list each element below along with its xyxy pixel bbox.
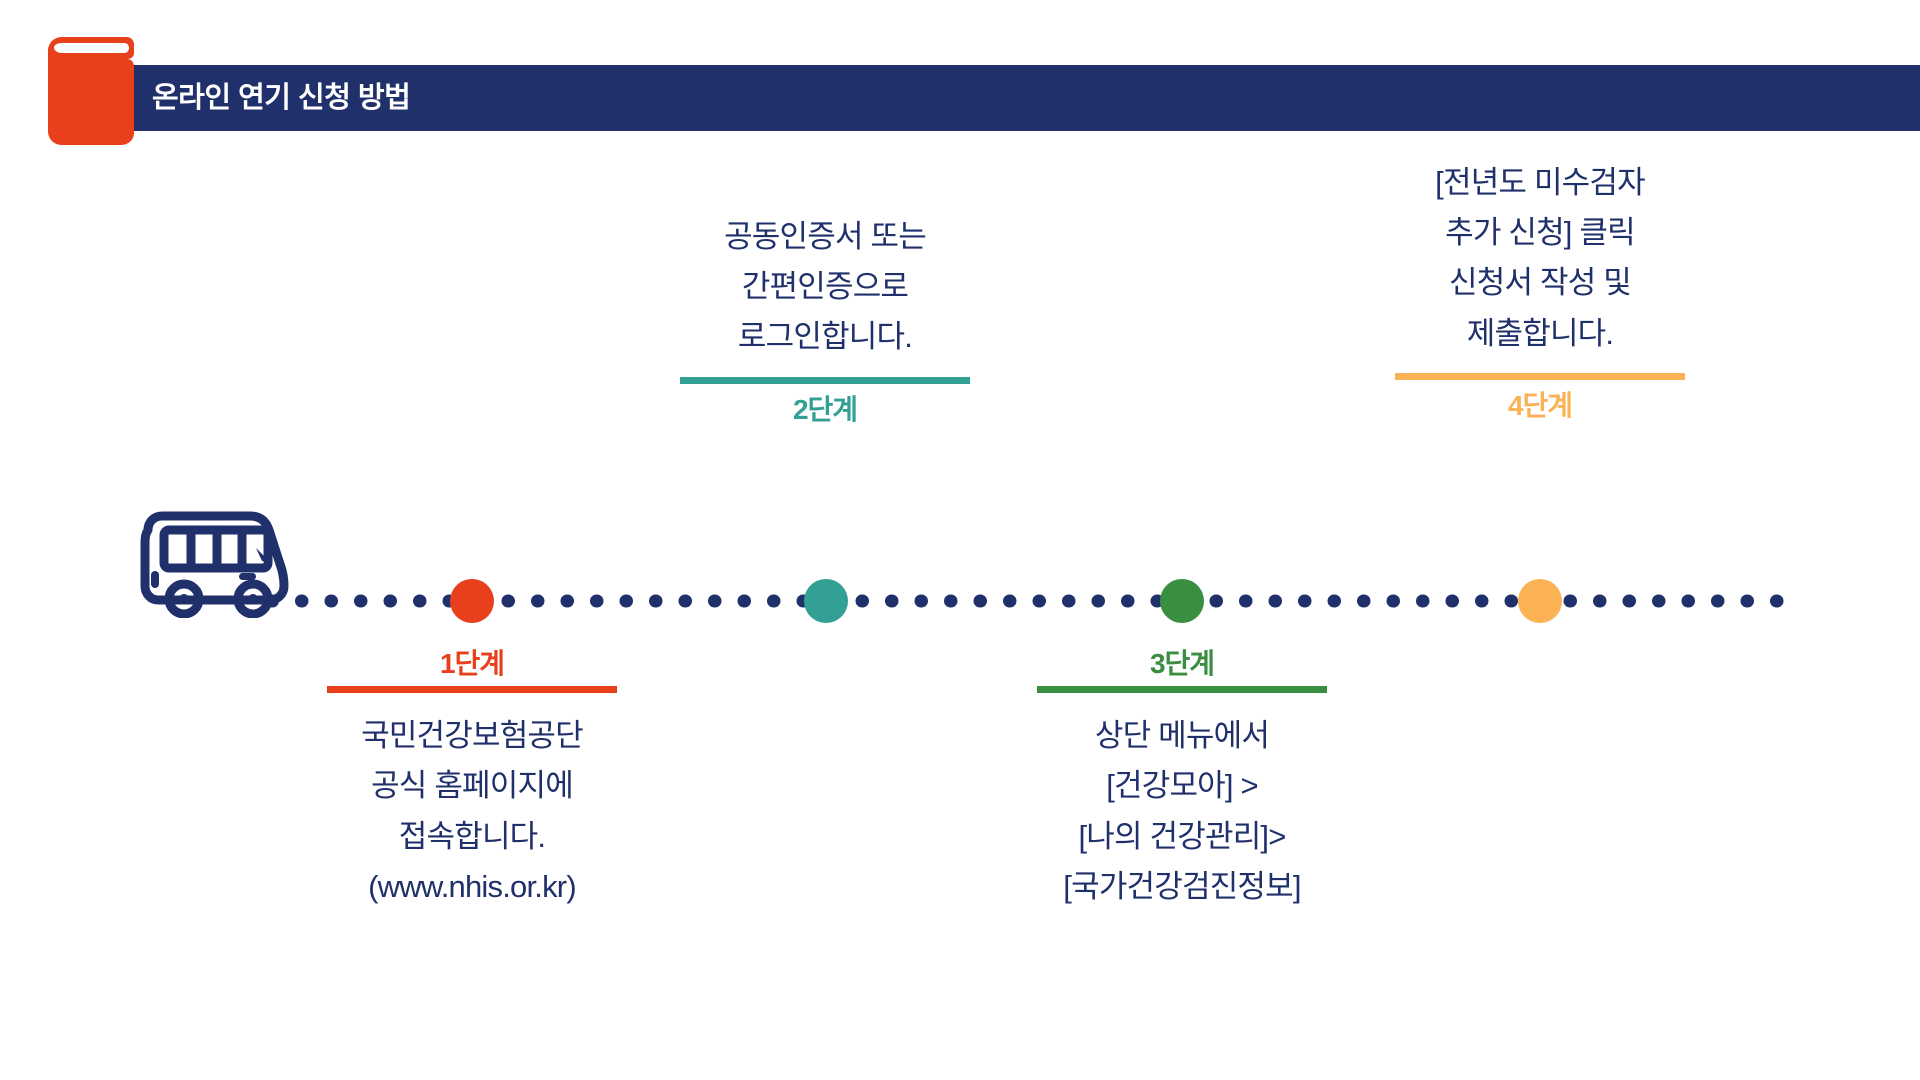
page-title: 온라인 연기 신청 방법 (152, 82, 411, 114)
step-4-label: 4단계 (1507, 389, 1573, 421)
step-1-text: 국민건강보험공단 공식 홈페이지에 접속합니다. (www.nhis.or.kr… (361, 718, 584, 904)
step-3-label: 3단계 (1149, 648, 1215, 679)
bus-icon (138, 508, 303, 619)
timeline-marker-step-3 (1160, 579, 1204, 623)
header-banner (110, 65, 1920, 131)
step-4: [전년도 미수검자 추가 신청] 클릭 신청서 작성 및 제출합니다. 4단계 (1370, 158, 1710, 422)
step-4-text: [전년도 미수검자 추가 신청] 클릭 신청서 작성 및 제출합니다. (1435, 165, 1645, 351)
step-1: 1단계 국민건강보험공단 공식 홈페이지에 접속합니다. (www.nhis.o… (302, 648, 642, 912)
step-1-label: 1단계 (439, 648, 505, 679)
step-4-bar (1395, 372, 1685, 380)
step-2-label: 2단계 (792, 393, 858, 425)
timeline-marker-step-4 (1518, 579, 1562, 623)
step-1-bar (327, 686, 617, 694)
book-icon (38, 33, 138, 147)
step-2-bar (680, 376, 970, 384)
step-2-text: 공동인증서 또는 간편인증으로 로그인합니다. (724, 219, 927, 355)
step-3-bar (1037, 686, 1327, 694)
timeline-marker-step-2 (804, 579, 848, 623)
step-3-text: 상단 메뉴에서 [건강모아] > [나의 건강관리]> [국가건강검진정보] (1063, 718, 1301, 904)
step-3: 3단계 상단 메뉴에서 [건강모아] > [나의 건강관리]> [국가건강검진정… (1012, 648, 1352, 912)
step-2: 공동인증서 또는 간편인증으로 로그인합니다. 2단계 (655, 212, 995, 426)
timeline-marker-step-1 (450, 579, 494, 623)
